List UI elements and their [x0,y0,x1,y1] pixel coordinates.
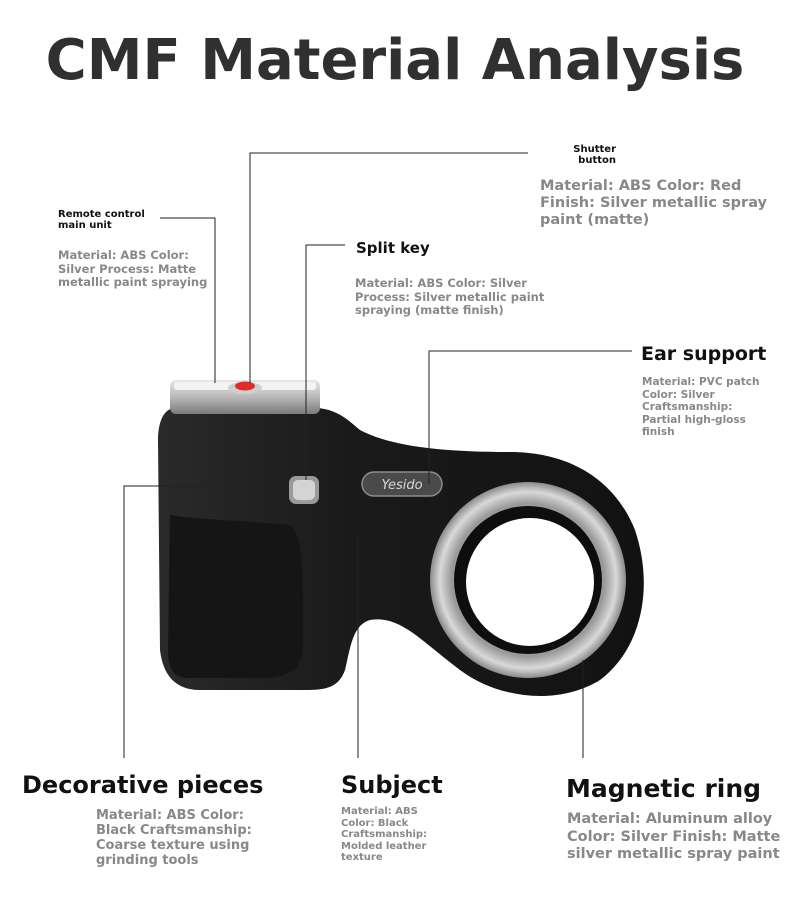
remote-leader [160,217,216,383]
decorative-desc: Material: ABS Color: Black Craftsmanship… [96,808,252,868]
ear-label: Ear support [641,343,767,365]
magnetic-label: Magnetic ring [566,774,762,803]
ear-support-shape [361,471,443,497]
decorative-leader [123,485,208,758]
magnetic-desc: Material: Aluminum alloy Color: Silver F… [567,811,781,862]
page-title: CMF Material Analysis [45,28,745,93]
remote-label: Remote control main unit [58,209,145,231]
subject-label: Subject [341,771,443,799]
brand-mark: Yesido [381,478,422,493]
split-label: Split key [356,239,430,257]
shutter-desc: Material: ABS Color: Red Finish: Silver … [540,178,768,228]
remote-desc: Material: ABS Color: Silver Process: Mat… [58,248,208,289]
shutter-leader [249,152,528,383]
grip-panel [168,515,303,678]
ear-leader [428,350,632,484]
ear-desc: Material: PVC patch Color: Silver Crafts… [642,376,760,438]
shutter-label: Shutter button [573,144,616,166]
split-leader [305,244,345,480]
subject-desc: Material: ABS Color: Black Craftsmanship… [341,806,428,863]
split-desc: Material: ABS Color: Silver Process: Sil… [355,276,545,317]
decorative-label: Decorative pieces [22,771,264,799]
